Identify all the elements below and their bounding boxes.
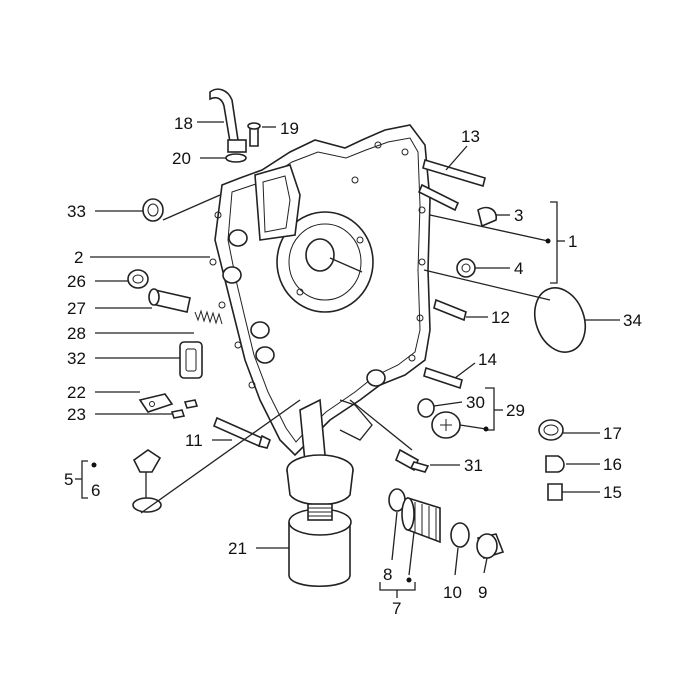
callout-9: 9	[478, 583, 487, 602]
callout-8: 8	[383, 565, 392, 584]
housing-cover	[209, 124, 431, 506]
callout-33: 33	[67, 202, 86, 221]
callout-2: 2	[74, 248, 83, 267]
callout-4: 4	[514, 259, 523, 278]
callout-34: 34	[623, 311, 642, 330]
callout-18: 18	[174, 114, 193, 133]
callout-31: 31	[464, 456, 483, 475]
callout-13: 13	[461, 127, 480, 146]
callout-26: 26	[67, 272, 86, 291]
callout-14: 14	[478, 350, 497, 369]
callout-15: 15	[603, 483, 622, 502]
callout-6: 6	[91, 481, 100, 500]
callout-1: 1	[568, 232, 577, 251]
callout-21: 21	[228, 539, 247, 558]
callout-20: 20	[172, 149, 191, 168]
callout-10: 10	[443, 583, 462, 602]
callout-19: 19	[280, 119, 299, 138]
callout-27: 27	[67, 299, 86, 318]
callout-17: 17	[603, 424, 622, 443]
callout-16: 16	[603, 455, 622, 474]
callout-22: 22	[67, 383, 86, 402]
callout-23: 23	[67, 405, 86, 424]
callout-32: 32	[67, 349, 86, 368]
leader-lines	[75, 121, 620, 598]
callout-7: 7	[392, 599, 401, 618]
callout-5: 5	[64, 470, 73, 489]
callout-3: 3	[514, 206, 523, 225]
callout-numbers: 18 19 20 33 2 26 27 28 32 22 23 11 5 6 2…	[64, 114, 642, 618]
callout-11: 11	[185, 431, 203, 450]
callout-12: 12	[491, 308, 510, 327]
callout-29: 29	[506, 401, 525, 420]
parts	[127, 158, 587, 588]
callout-30: 30	[466, 393, 485, 412]
callout-28: 28	[67, 324, 86, 343]
elbow-pipe	[209, 88, 261, 163]
